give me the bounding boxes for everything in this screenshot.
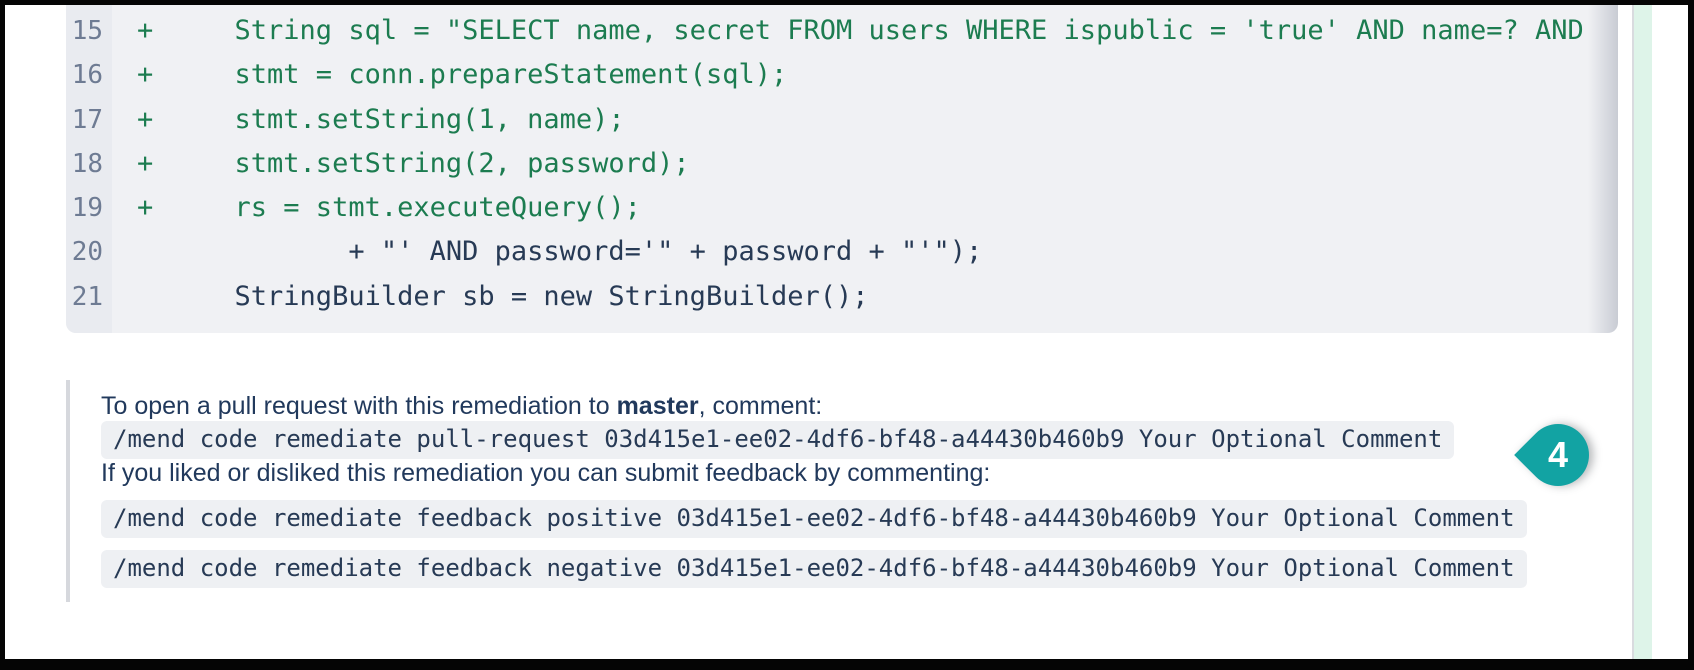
pr-instruction: To open a pull request with this remedia… [101, 392, 1556, 421]
pr-instruction-prefix: To open a pull request with this remedia… [101, 392, 617, 420]
code-text: + stmt.setString(1, name); [137, 103, 625, 135]
feedback-negative-chip: /mend code remediate feedback negative 0… [101, 550, 1527, 588]
branch-name: master [616, 392, 699, 420]
line-number: 18 [71, 148, 103, 179]
line-number: 20 [71, 237, 103, 268]
line-number: 16 [71, 60, 103, 91]
diff-line: 17 + stmt.setString(1, name); [66, 98, 1618, 142]
pr-command-row: /mend code remediate pull-request 03d415… [101, 421, 1556, 459]
line-number: 19 [71, 193, 103, 224]
code-text: + String sql = "SELECT name, secret FROM… [137, 15, 1584, 46]
code-text: StringBuilder sb = new StringBuilder(); [137, 280, 869, 312]
feedback-positive-chip: /mend code remediate feedback positive 0… [101, 500, 1527, 538]
diff-line: 16 + stmt = conn.prepareStatement(sql); [66, 53, 1618, 97]
feedback-instruction: If you liked or disliked this remediatio… [101, 459, 991, 487]
line-number: 17 [71, 104, 103, 135]
diff-line: 15 + String sql = "SELECT name, secret F… [66, 9, 1618, 53]
code-text: + stmt.setString(2, password); [137, 147, 690, 179]
code-text: + rs = stmt.executeQuery(); [137, 192, 641, 224]
code-diff-block[interactable]: 15 + String sql = "SELECT name, secret F… [66, 5, 1618, 333]
line-number: 21 [71, 281, 103, 312]
remediation-comment: To open a pull request with this remedia… [66, 380, 1556, 602]
code-text: + stmt = conn.prepareStatement(sql); [137, 59, 788, 91]
diff-line: 21 StringBuilder sb = new StringBuilder(… [66, 275, 1618, 319]
pr-instruction-suffix: , comment: [698, 392, 823, 420]
scrollbar-track[interactable] [1632, 5, 1652, 659]
diff-rows: 15 + String sql = "SELECT name, secret F… [66, 5, 1618, 319]
pr-command-chip: /mend code remediate pull-request 03d415… [101, 421, 1455, 459]
feedback-negative-row: /mend code remediate feedback negative 0… [101, 550, 1556, 588]
feedback-positive-row: /mend code remediate feedback positive 0… [101, 500, 1556, 538]
annotation-badge-label: 4 [1547, 434, 1569, 475]
diff-line: 18 + stmt.setString(2, password); [66, 142, 1618, 186]
code-text: + "' AND password='" + password + "'"); [137, 236, 983, 268]
diff-gutter [66, 5, 112, 333]
diff-line: 19 + rs = stmt.executeQuery(); [66, 186, 1618, 230]
line-number: 15 [71, 16, 103, 46]
diff-line: 20 + "' AND password='" + password + "'"… [66, 230, 1618, 274]
